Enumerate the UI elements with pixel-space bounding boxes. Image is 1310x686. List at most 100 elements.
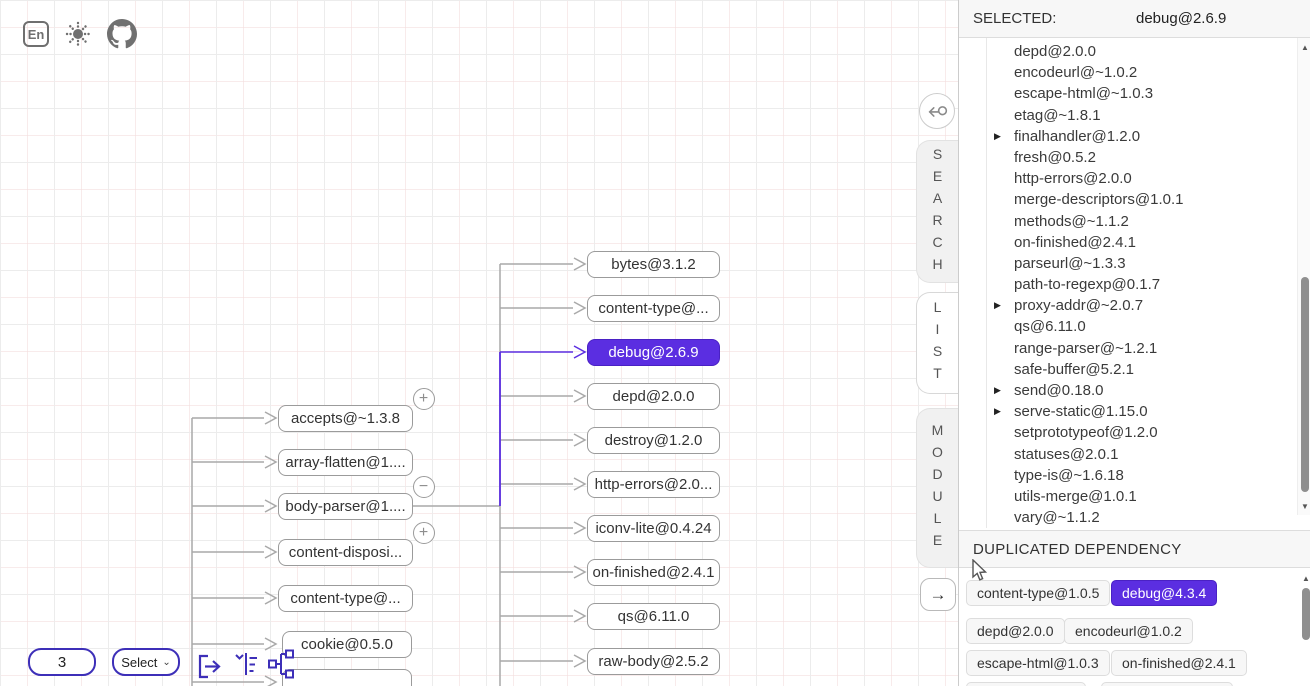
tab-search[interactable]: SEARCH — [916, 140, 958, 283]
return-arrow-icon — [928, 106, 948, 117]
dependency-label: escape-html@~1.0.3 — [1014, 85, 1154, 103]
graph-node[interactable]: body-parser@1.... — [278, 492, 413, 520]
scroll-up-icon[interactable]: ▲ — [1301, 43, 1309, 52]
next-arrow-button[interactable]: → — [920, 578, 956, 611]
dependency-list-item[interactable]: encodeurl@~1.0.2 — [959, 62, 1289, 83]
tree-view-icon[interactable] — [233, 650, 261, 678]
dependency-list-item[interactable]: setprototypeof@1.2.0 — [959, 422, 1289, 443]
dependency-label: http-errors@2.0.0 — [1014, 170, 1132, 188]
chip-partial[interactable] — [1101, 682, 1233, 686]
graph-node[interactable]: raw-body@2.5.2 — [587, 647, 720, 675]
dependency-label: statuses@2.0.1 — [1014, 445, 1119, 463]
dependency-list-item[interactable]: ▶send@0.18.0 — [959, 380, 1289, 401]
tree-guide-line — [986, 38, 987, 528]
graph-node[interactable]: depd@2.0.0 — [587, 382, 720, 410]
dependency-list-item[interactable]: etag@~1.8.1 — [959, 105, 1289, 126]
dependency-list-item[interactable]: safe-buffer@5.2.1 — [959, 359, 1289, 380]
dependency-list-item[interactable]: vary@~1.1.2 — [959, 507, 1289, 528]
dependency-label: safe-buffer@5.2.1 — [1014, 360, 1135, 378]
dependency-list-item[interactable]: methods@~1.1.2 — [959, 211, 1289, 232]
tab-list-label: LIST — [929, 299, 946, 387]
dependency-list-item[interactable]: on-finished@2.4.1 — [959, 232, 1289, 253]
dependency-list-item[interactable]: merge-descriptors@1.0.1 — [959, 189, 1289, 210]
disclosure-triangle-icon[interactable]: ▶ — [994, 300, 1001, 311]
dependency-list-item[interactable]: type-is@~1.6.18 — [959, 465, 1289, 486]
duplicated-chip[interactable]: encodeurl@1.0.2 — [1064, 618, 1193, 644]
select-dropdown[interactable]: Select ⌄ — [112, 648, 180, 676]
tab-search-label: SEARCH — [929, 145, 946, 278]
graph-node[interactable]: content-disposi... — [278, 538, 413, 566]
graph-node[interactable]: bytes@3.1.2 — [587, 250, 720, 278]
chevron-down-icon: ⌄ — [162, 656, 171, 668]
duplicated-chip[interactable]: content-type@1.0.5 — [966, 580, 1111, 606]
dependency-label: merge-descriptors@1.0.1 — [1014, 191, 1184, 209]
dependency-label: serve-static@1.15.0 — [1014, 403, 1148, 421]
dependency-list-item[interactable]: qs@6.11.0 — [959, 316, 1289, 337]
dependency-list-item[interactable]: fresh@0.5.2 — [959, 147, 1289, 168]
dependency-label: vary@~1.1.2 — [1014, 509, 1100, 527]
tab-list[interactable]: LIST — [916, 292, 958, 394]
selected-label: SELECTED: — [973, 10, 1057, 27]
chips-scrollbar[interactable]: ▲ — [1300, 572, 1310, 686]
duplicated-chip[interactable]: escape-html@1.0.3 — [966, 650, 1110, 676]
export-icon[interactable] — [196, 653, 226, 680]
graph-node[interactable]: iconv-lite@0.4.24 — [587, 514, 720, 542]
dependency-label: parseurl@~1.3.3 — [1014, 254, 1126, 272]
collapse-node-button[interactable]: − — [412, 475, 435, 498]
graph-node[interactable]: destroy@1.2.0 — [587, 426, 720, 454]
expand-node-button[interactable]: + — [412, 521, 435, 544]
chip-partial[interactable] — [966, 682, 1086, 686]
theme-sun-icon[interactable] — [64, 20, 92, 48]
dependency-label: finalhandler@1.2.0 — [1014, 127, 1141, 145]
graph-node-selected[interactable]: debug@2.6.9 — [587, 338, 720, 366]
dependency-list-item[interactable]: ▶ serve-static@1.15.0 — [959, 401, 1289, 422]
github-icon[interactable] — [107, 19, 137, 49]
dependency-list-item[interactable]: parseurl@~1.3.3 — [959, 253, 1289, 274]
language-toggle-button[interactable]: En — [23, 21, 49, 47]
dependency-list-item[interactable]: utils-merge@1.0.1 — [959, 486, 1289, 507]
disclosure-triangle-icon[interactable]: ▶ — [994, 406, 1001, 417]
expand-node-button[interactable]: + — [412, 387, 435, 410]
selected-header: SELECTED: debug@2.6.9 — [959, 0, 1310, 38]
dependency-label: range-parser@~1.2.1 — [1014, 339, 1158, 357]
duplicated-chip[interactable]: on-finished@2.4.1 — [1111, 650, 1247, 676]
graph-node[interactable]: cookie@0.5.0 — [282, 630, 412, 658]
chips-scroll-up-icon[interactable]: ▲ — [1302, 574, 1310, 583]
dependency-list-item[interactable]: escape-html@~1.0.3 — [959, 83, 1289, 104]
list-scrollbar-thumb[interactable] — [1301, 277, 1309, 492]
dependency-label: on-finished@2.4.1 — [1014, 233, 1136, 251]
graph-node[interactable]: accepts@~1.3.8 — [278, 404, 413, 432]
graph-node[interactable]: content-type@... — [587, 294, 720, 322]
graph-node[interactable]: content-type@... — [278, 584, 413, 612]
dependency-list-item[interactable]: ▶ finalhandler@1.2.0 — [959, 126, 1289, 147]
dependency-list-item[interactable]: depd@2.0.0 — [959, 41, 1289, 62]
graph-node[interactable] — [282, 668, 412, 686]
dependency-list-item[interactable]: range-parser@~1.2.1 — [959, 338, 1289, 359]
duplicated-chip[interactable]: depd@2.0.0 — [966, 618, 1065, 644]
collapse-panel-button[interactable] — [919, 93, 955, 129]
scroll-down-icon[interactable]: ▼ — [1301, 502, 1309, 511]
selected-value: debug@2.6.9 — [1136, 10, 1227, 27]
dependency-list-item[interactable]: ▶proxy-addr@~2.0.7 — [959, 295, 1289, 316]
chips-scrollbar-thumb[interactable] — [1302, 588, 1310, 640]
graph-node[interactable]: on-finished@2.4.1 — [587, 558, 720, 586]
list-scrollbar[interactable]: ▲ ▼ — [1297, 38, 1310, 515]
depth-input[interactable] — [28, 648, 96, 676]
network-graph-icon[interactable] — [267, 645, 297, 683]
dependency-list-item[interactable]: http-errors@2.0.0 — [959, 168, 1289, 189]
disclosure-triangle-icon[interactable]: ▶ — [994, 130, 1001, 141]
graph-node[interactable]: array-flatten@1.... — [278, 448, 413, 476]
disclosure-triangle-icon[interactable]: ▶ — [994, 385, 1001, 395]
dependency-label: methods@~1.1.2 — [1014, 212, 1129, 230]
graph-canvas[interactable]: accepts@~1.3.8+array-flatten@1....body-p… — [0, 0, 958, 686]
graph-node[interactable]: http-errors@2.0... — [587, 470, 720, 498]
duplicated-chip-selected[interactable]: debug@4.3.4 — [1111, 580, 1218, 606]
dependency-label: setprototypeof@1.2.0 — [1014, 424, 1158, 442]
dependency-list-item[interactable]: statuses@2.0.1 — [959, 444, 1289, 465]
tab-module[interactable]: MODULE — [916, 408, 958, 568]
dependency-list-item[interactable]: path-to-regexp@0.1.7 — [959, 274, 1289, 295]
graph-node[interactable]: qs@6.11.0 — [587, 602, 720, 630]
